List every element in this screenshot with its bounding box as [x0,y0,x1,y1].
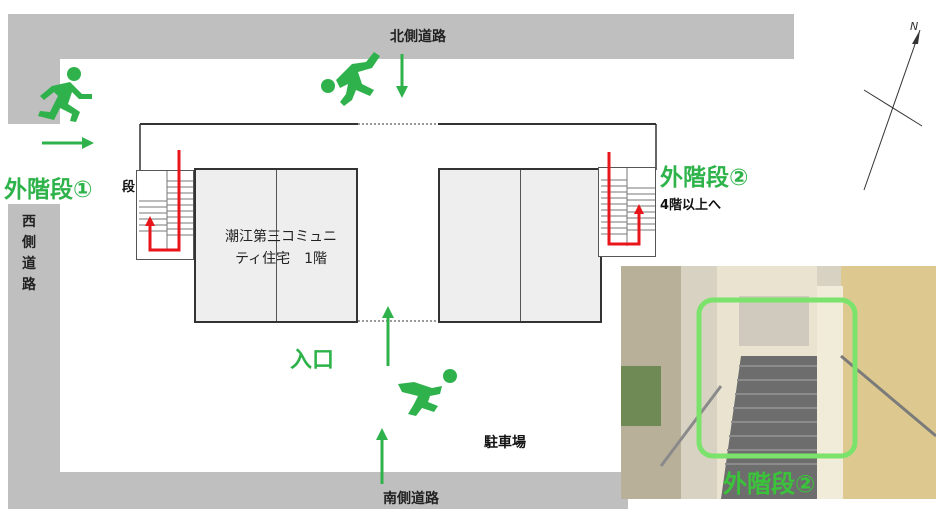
building-name: 潮江第三コミュニ ティ住宅 1階 [206,226,356,270]
green-arrow-icon [396,54,408,98]
green-arrow-icon [376,428,388,484]
stairs-east-steps [601,168,655,246]
parking-label: 駐車場 [484,435,526,451]
west-road [8,14,60,124]
west-road-label: 西側道路 [22,214,36,293]
north-road-label: 北側道路 [390,29,446,45]
stairs-west [136,170,194,260]
building-block-east [438,168,602,323]
building-name-line2: ティ住宅 1階 [234,251,328,267]
stairs2-photo-image [621,266,936,499]
red-route-arrow-icon [145,150,181,252]
photo-caption: 外階段② [723,470,816,498]
walking-person-icon [321,52,380,106]
green-arrow-icon [382,306,394,366]
stairs1-suffix: 段 [122,180,136,195]
running-person-icon [38,67,92,122]
green-arrow-icon [42,137,94,149]
north-compass-icon [863,29,923,191]
south-road-label: 南側道路 [383,491,439,507]
south-road [8,472,628,509]
entrance-label: 入口 [290,348,335,373]
north-road [8,14,794,59]
red-route-arrow-icon [607,152,644,246]
west-road-lower [8,204,60,509]
building-block-west [194,168,358,323]
compass-north-label: N [910,20,919,33]
building-name-line1: 潮江第三コミュニ [225,229,337,245]
stairs1-label: 外階段① [4,177,93,203]
stairs2-photo: 外階段② [621,266,936,499]
stairs2-label: 外階段② [660,165,749,191]
walking-person-icon [398,369,457,416]
upper-floors-label: 4階以上へ [660,198,722,213]
